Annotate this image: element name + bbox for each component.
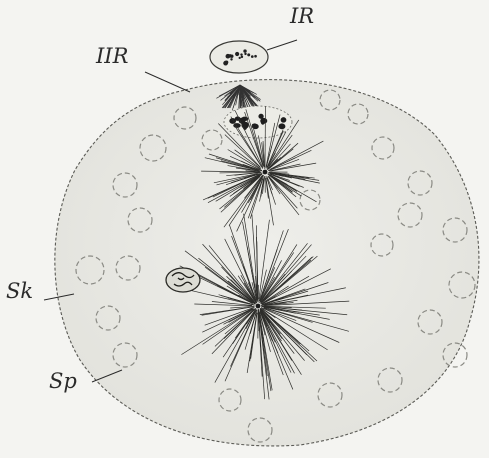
label-sperm-nucleus: Sp: [49, 371, 77, 392]
chromosome-granule: [261, 118, 265, 125]
chromosome-granule: [281, 117, 287, 122]
chromosome-granule: [228, 54, 232, 58]
chromosome-granule: [243, 49, 246, 52]
chromosome-granule: [251, 55, 254, 58]
chromosome-granule: [278, 123, 285, 129]
chromosome-granule: [239, 57, 241, 59]
chromosome-granule: [241, 56, 243, 58]
label-second-polar-body: IIR: [96, 46, 128, 67]
chromosome-granule: [240, 53, 242, 55]
label-first-polar-body: IR: [290, 6, 314, 27]
chromosome-granule: [225, 62, 228, 65]
chromosome-granule: [254, 55, 257, 58]
upper-aster-centrosome: [263, 170, 268, 175]
chromosome-granule: [235, 52, 239, 56]
ir-leader-line: [267, 40, 297, 50]
chromosome-granule: [230, 58, 232, 60]
egg-nucleus: [166, 268, 200, 292]
chromosome-granule: [244, 53, 246, 55]
chromosome-granule: [247, 53, 250, 56]
sperm-aster-centrosome: [256, 304, 261, 309]
iir-leader-line: [145, 72, 190, 92]
label-egg-nucleus: Sk: [6, 281, 33, 302]
